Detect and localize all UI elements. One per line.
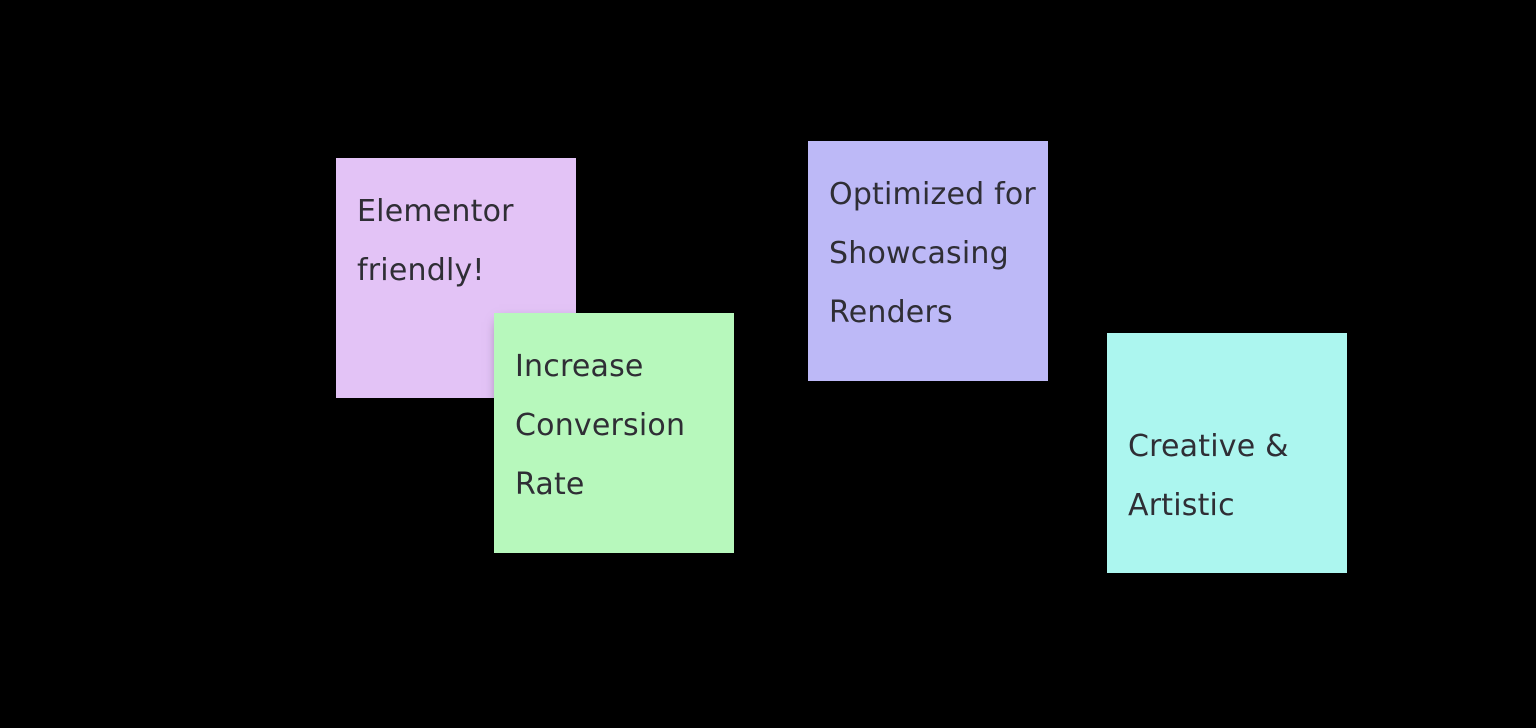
sticky-note-creative-artistic: Creative & Artistic bbox=[1107, 333, 1347, 573]
sticky-note-elementor-friendly: Elementor friendly! bbox=[336, 158, 576, 398]
note-text-line: Increase bbox=[515, 349, 644, 384]
sticky-note-increase-conversion-rate: Increase Conversion Rate bbox=[494, 313, 734, 553]
note-text-line: Artistic bbox=[1128, 488, 1235, 523]
note-text-line: Optimized for bbox=[829, 177, 1036, 212]
note-text-line: Renders bbox=[829, 295, 953, 330]
note-text-line: Elementor bbox=[357, 194, 514, 229]
note-text-line: Showcasing bbox=[829, 236, 1009, 271]
note-text-line: Rate bbox=[515, 467, 585, 502]
note-text-line: Conversion bbox=[515, 408, 686, 443]
note-text-line: friendly! bbox=[357, 253, 485, 288]
note-text-line: Creative & bbox=[1128, 429, 1289, 464]
sticky-note-optimized-for-showcasing-renders: Optimized for Showcasing Renders bbox=[808, 141, 1048, 381]
